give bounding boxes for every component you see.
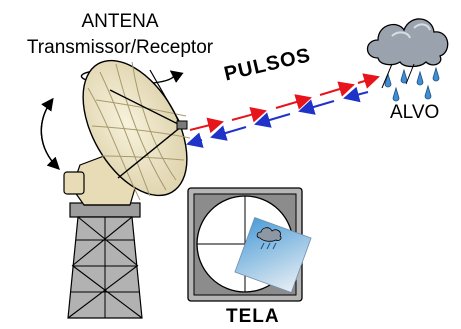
rain-icon bbox=[381, 63, 440, 102]
cloud-icon bbox=[366, 18, 449, 68]
radar-dish bbox=[82, 59, 191, 201]
tilt-arrows-icon bbox=[40, 97, 60, 170]
target-label: ALVO bbox=[390, 102, 440, 123]
antenna-subtitle: Transmissor/Receptor bbox=[26, 37, 214, 58]
outgoing-pulses bbox=[189, 73, 380, 134]
returning-pulses bbox=[186, 86, 369, 148]
antenna-title: ANTENA bbox=[81, 11, 159, 32]
tower-structure bbox=[67, 202, 143, 319]
screen-label: TELA bbox=[226, 306, 280, 327]
radar-screen bbox=[187, 187, 312, 302]
